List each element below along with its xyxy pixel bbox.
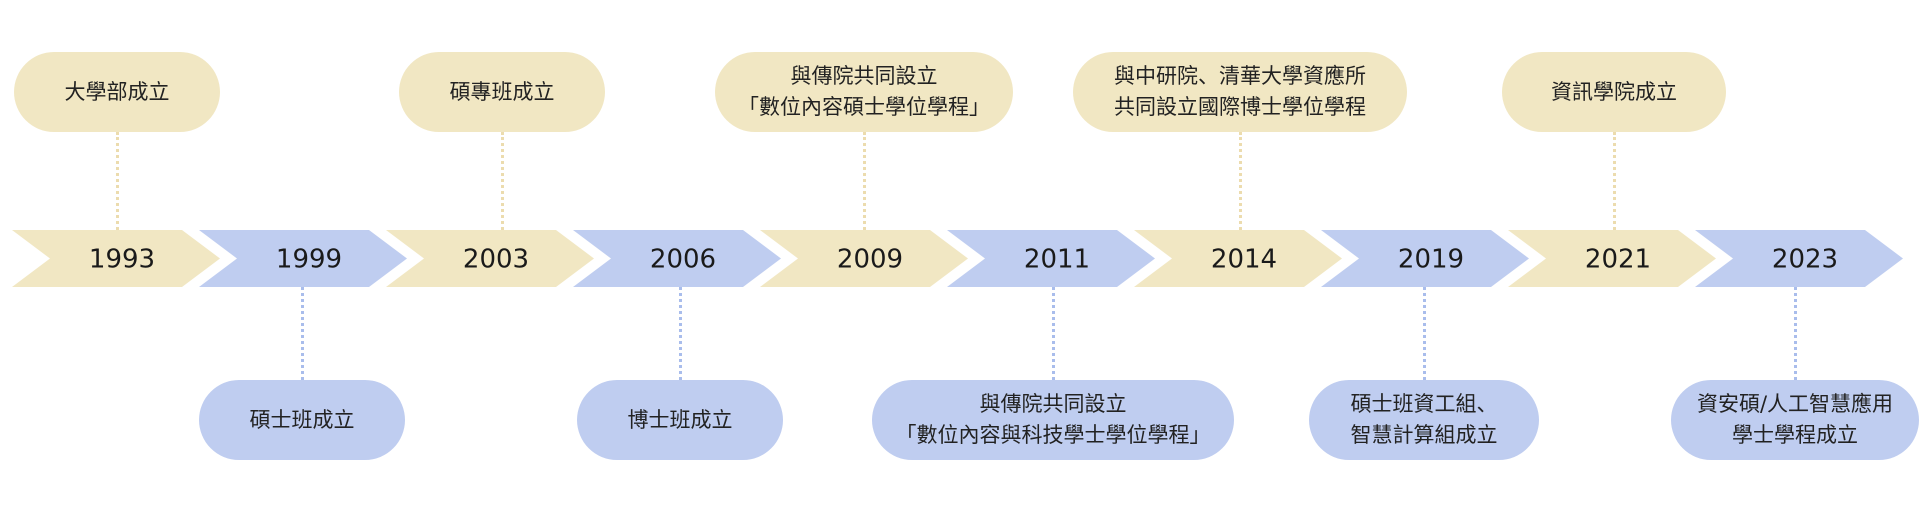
year-label-2023: 2023	[1772, 245, 1838, 275]
timeline-arrow-2019	[1321, 230, 1529, 287]
year-label-2009: 2009	[837, 245, 903, 275]
event-text-line: 與傳院共同設立	[979, 392, 1127, 416]
event-text-line: 大學部成立	[64, 79, 170, 104]
event-bubble-1999: 碩士班成立	[199, 380, 405, 460]
year-label-2021: 2021	[1585, 245, 1651, 275]
event-bubble-2014: 與中研院、清華大學資應所共同設立國際博士學位學程	[1073, 52, 1407, 132]
event-text-line: 博士班成立	[627, 407, 733, 432]
year-label-2014: 2014	[1211, 245, 1277, 275]
event-bubble-2019: 碩士班資工組、智慧計算組成立	[1309, 380, 1539, 460]
connector-line-2019	[1423, 287, 1426, 380]
event-bubble-2011: 與傳院共同設立「數位內容與科技學士學位學程」	[872, 380, 1234, 460]
year-label-2003: 2003	[463, 245, 529, 275]
event-text-line: 資訊學院成立	[1551, 79, 1677, 104]
connector-line-2003	[501, 132, 504, 230]
connector-line-2021	[1613, 132, 1616, 230]
timeline-arrow-1993	[12, 230, 220, 287]
event-text-line: 資安碩/人工智慧應用	[1696, 392, 1894, 416]
event-text-line: 碩士班資工組、	[1350, 392, 1498, 416]
event-text-line: 碩專班成立	[449, 79, 555, 104]
event-text-line: 與傳院共同設立	[790, 64, 938, 88]
event-text-line: 碩士班成立	[249, 407, 355, 432]
year-label-1999: 1999	[276, 245, 342, 275]
connector-line-2023	[1794, 287, 1797, 380]
timeline-arrow-2009	[760, 230, 968, 287]
event-bubble-2009: 與傳院共同設立「數位內容碩士學位學程」	[715, 52, 1013, 132]
event-bubble-2003: 碩專班成立	[399, 52, 605, 132]
timeline-arrow-1999	[199, 230, 407, 287]
connector-line-1999	[301, 287, 304, 380]
event-bubble-1993: 大學部成立	[14, 52, 220, 132]
timeline-arrow-2003	[386, 230, 594, 287]
year-label-2006: 2006	[650, 245, 716, 275]
connector-line-2014	[1239, 132, 1242, 230]
year-label-2019: 2019	[1398, 245, 1464, 275]
connector-line-2009	[863, 132, 866, 230]
connector-line-2011	[1052, 287, 1055, 380]
timeline-arrow-2011	[947, 230, 1155, 287]
connector-line-1993	[116, 132, 119, 230]
event-text-line: 與中研院、清華大學資應所	[1114, 64, 1366, 88]
timeline-arrow-2006	[573, 230, 781, 287]
timeline-arrow-2021	[1508, 230, 1716, 287]
event-bubble-2006: 博士班成立	[577, 380, 783, 460]
event-bubble-2021: 資訊學院成立	[1502, 52, 1726, 132]
event-text-line: 智慧計算組成立	[1350, 423, 1498, 447]
event-text-line: 「數位內容碩士學位學程」	[738, 95, 990, 119]
connector-line-2006	[679, 287, 682, 380]
event-text-line: 「數位內容與科技學士學位學程」	[895, 423, 1211, 447]
timeline-arrow-2014	[1134, 230, 1342, 287]
event-bubble-2023: 資安碩/人工智慧應用學士學程成立	[1671, 380, 1919, 460]
year-label-1993: 1993	[89, 245, 155, 275]
event-text-line: 學士學程成立	[1732, 423, 1858, 447]
timeline-arrow-2023	[1695, 230, 1903, 287]
year-label-2011: 2011	[1024, 245, 1090, 275]
event-text-line: 共同設立國際博士學位學程	[1114, 95, 1366, 119]
